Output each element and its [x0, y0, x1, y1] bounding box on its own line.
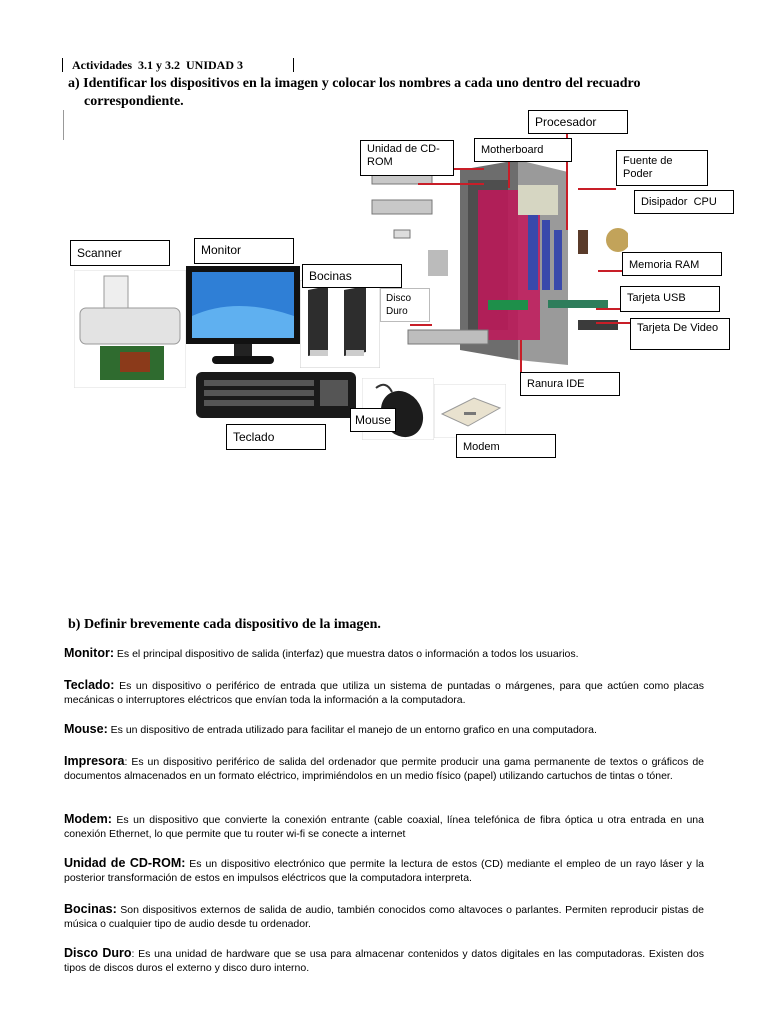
- label-mouse: Mouse: [350, 408, 396, 432]
- label-bocinas: Bocinas: [302, 264, 402, 288]
- instruction-a-line1: a) Identificar los dispositivos en la im…: [68, 76, 640, 92]
- definition-impresora: Impresora: Es un dispositivo periférico …: [64, 754, 704, 783]
- label-unidad-cdrom: Unidad de CD-ROM: [360, 140, 454, 176]
- term: Impresora: [64, 754, 124, 768]
- term: Teclado:: [64, 678, 114, 692]
- definition-text: Son dispositivos externos de salida de a…: [64, 904, 704, 930]
- label-disco-duro: Disco Duro: [380, 288, 430, 322]
- label-fuente-de-poder: Fuente de Poder: [616, 150, 708, 186]
- term: Bocinas:: [64, 902, 117, 916]
- label-modem: Modem: [456, 434, 556, 458]
- pointer-line: [418, 183, 484, 185]
- pointer-line: [520, 340, 522, 376]
- modem-illustration: [434, 384, 506, 438]
- definition-text: : Es un dispositivo periférico de salida…: [64, 756, 704, 782]
- term: Unidad de CD-ROM:: [64, 856, 185, 870]
- keyboard-illustration: [196, 372, 356, 418]
- section-b-title: b) Definir brevemente cada dispositivo d…: [68, 617, 381, 633]
- label-ranura-ide: Ranura IDE: [520, 372, 620, 396]
- label-scanner: Scanner: [70, 240, 170, 266]
- instruction-a-line2: correspondiente.: [84, 94, 184, 110]
- speakers-illustration: [300, 280, 380, 368]
- definition-text: Es el principal dispositivo de salida (i…: [114, 648, 579, 660]
- definition-text: Es un dispositivo de entrada utilizado p…: [108, 724, 597, 736]
- term: Monitor:: [64, 646, 114, 660]
- definition-text: : Es una unidad de hardware que se usa p…: [64, 948, 704, 974]
- pointer-line: [578, 188, 616, 190]
- label-tarjeta-usb: Tarjeta USB: [620, 286, 720, 312]
- label-teclado: Teclado: [226, 424, 326, 450]
- pointer-line: [508, 160, 510, 188]
- definition-text: Es un dispositivo que convierte la conex…: [64, 814, 704, 840]
- margin-tick: [63, 110, 64, 140]
- definition-monitor: Monitor: Es el principal dispositivo de …: [64, 646, 704, 661]
- label-disipador-cpu: Disipador CPU: [634, 190, 734, 214]
- printer-illustration: [74, 270, 186, 388]
- pointer-line: [410, 324, 432, 326]
- definition-text: Es un dispositivo o periférico de entrad…: [64, 680, 704, 706]
- term: Modem:: [64, 812, 112, 826]
- pc-tower-illustration: [368, 160, 628, 380]
- term: Disco Duro: [64, 946, 132, 960]
- label-procesador: Procesador: [528, 110, 628, 134]
- definition-bocinas: Bocinas: Son dispositivos externos de sa…: [64, 902, 704, 931]
- definition-mouse: Mouse: Es un dispositivo de entrada util…: [64, 722, 704, 737]
- label-tarjeta-de-video: Tarjeta De Video: [630, 318, 730, 350]
- definition-teclado: Teclado: Es un dispositivo o periférico …: [64, 678, 704, 707]
- term: Mouse:: [64, 722, 108, 736]
- monitor-illustration: [186, 266, 300, 368]
- pointer-line: [596, 322, 632, 324]
- activity-title: Actividades 3.1 y 3.2 UNIDAD 3: [72, 58, 243, 73]
- definition-modem: Modem: Es un dispositivo que convierte l…: [64, 812, 704, 841]
- definition-disco-duro: Disco Duro: Es una unidad de hardware qu…: [64, 946, 704, 975]
- label-monitor: Monitor: [194, 238, 294, 264]
- label-motherboard: Motherboard: [474, 138, 572, 162]
- definition-unidad-cdrom: Unidad de CD-ROM: Es un dispositivo elec…: [64, 856, 704, 885]
- label-memoria-ram: Memoria RAM: [622, 252, 722, 276]
- pointer-line: [598, 270, 624, 272]
